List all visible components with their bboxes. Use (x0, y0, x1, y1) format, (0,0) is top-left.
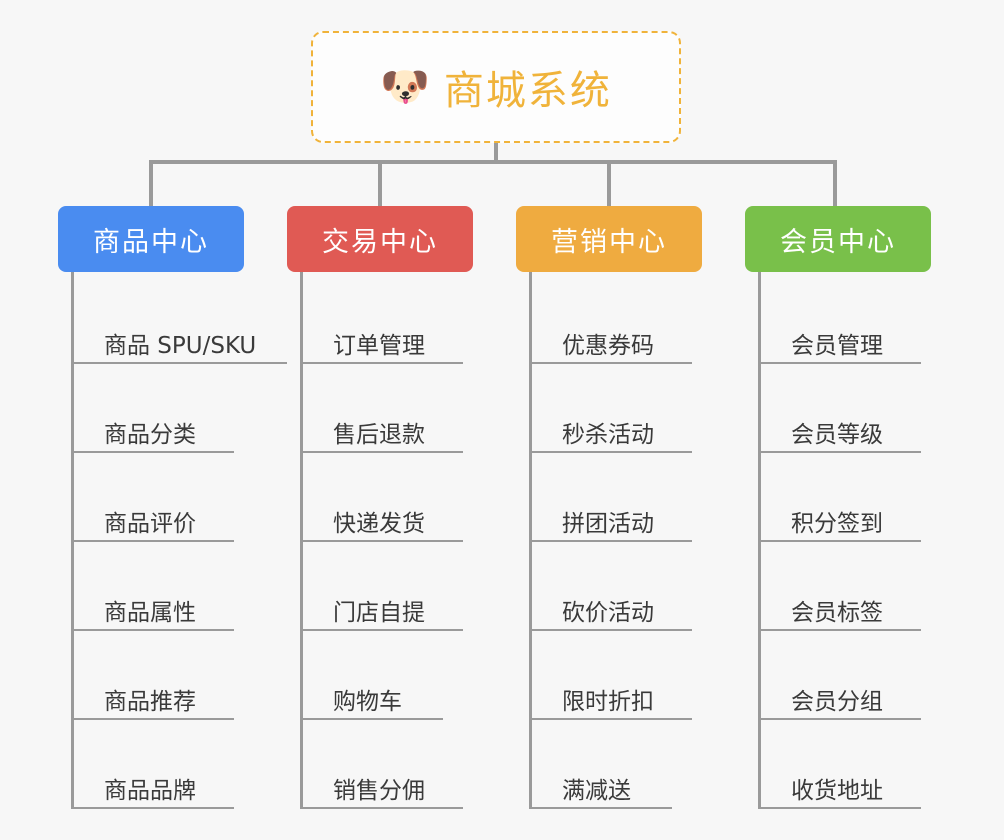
list-item-label: 会员等级 (791, 421, 883, 448)
list-item-label: 砍价活动 (562, 599, 654, 626)
list-item[interactable]: 商品 SPU/SKU (74, 275, 287, 364)
list-item-underline (761, 629, 921, 631)
list-item-underline (74, 807, 234, 809)
category-header-product-center[interactable]: 商品中心 (58, 206, 244, 272)
list-item-underline (303, 718, 443, 720)
list-item-label: 购物车 (333, 688, 402, 715)
list-item-underline (761, 362, 921, 364)
list-item-label: 商品分类 (104, 421, 196, 448)
category-header-label: 营销中心 (551, 226, 667, 258)
list-item[interactable]: 会员管理 (761, 275, 931, 364)
branch-trade-center: 交易中心订单管理售后退款快递发货门店自提购物车销售分佣 (287, 206, 473, 809)
list-item-underline (74, 451, 234, 453)
connector-drop-4 (833, 160, 837, 206)
list-item-underline (303, 451, 463, 453)
list-item-label: 积分签到 (791, 510, 883, 537)
list-item-label: 限时折扣 (562, 688, 654, 715)
list-item-underline (761, 540, 921, 542)
list-item[interactable]: 积分签到 (761, 453, 931, 542)
list-item-underline (532, 451, 692, 453)
list-item[interactable]: 限时折扣 (532, 631, 702, 720)
list-item-label: 会员管理 (791, 332, 883, 359)
list-item-underline (303, 540, 463, 542)
list-item[interactable]: 收货地址 (761, 720, 931, 809)
list-item-label: 商品推荐 (104, 688, 196, 715)
connector-drop-1 (149, 160, 153, 206)
list-item-label: 门店自提 (333, 599, 425, 626)
list-item[interactable]: 购物车 (303, 631, 473, 720)
list-item[interactable]: 秒杀活动 (532, 364, 702, 453)
list-item[interactable]: 会员等级 (761, 364, 931, 453)
list-item-underline (303, 807, 463, 809)
branch-marketing-center: 营销中心优惠券码秒杀活动拼团活动砍价活动限时折扣满减送 (516, 206, 702, 809)
list-item-label: 销售分佣 (333, 777, 425, 804)
list-item-underline (532, 718, 692, 720)
list-item[interactable]: 快递发货 (303, 453, 473, 542)
category-header-marketing-center[interactable]: 营销中心 (516, 206, 702, 272)
list-item-underline (532, 629, 692, 631)
connector-drop-3 (607, 160, 611, 206)
connector-drop-2 (378, 160, 382, 206)
list-item[interactable]: 拼团活动 (532, 453, 702, 542)
list-item-label: 满减送 (562, 777, 631, 804)
category-item-list-marketing-center: 优惠券码秒杀活动拼团活动砍价活动限时折扣满减送 (529, 272, 702, 809)
list-item-underline (761, 451, 921, 453)
list-item-underline (303, 629, 463, 631)
connector-horizontal-bus (149, 160, 837, 164)
list-item-label: 会员标签 (791, 599, 883, 626)
list-item-label: 商品 SPU/SKU (104, 332, 257, 359)
category-header-member-center[interactable]: 会员中心 (745, 206, 931, 272)
list-item[interactable]: 销售分佣 (303, 720, 473, 809)
list-item-underline (532, 540, 692, 542)
list-item[interactable]: 会员分组 (761, 631, 931, 720)
list-item[interactable]: 会员标签 (761, 542, 931, 631)
list-item-underline (303, 362, 463, 364)
category-item-list-trade-center: 订单管理售后退款快递发货门店自提购物车销售分佣 (300, 272, 473, 809)
list-item-underline (761, 807, 921, 809)
connector-root-stem (494, 143, 498, 164)
list-item-underline (74, 362, 287, 364)
list-item[interactable]: 商品评价 (74, 453, 244, 542)
list-item-label: 商品品牌 (104, 777, 196, 804)
branch-product-center: 商品中心商品 SPU/SKU 商品分类商品评价商品属性商品推荐商品品牌 (58, 206, 287, 809)
list-item[interactable]: 商品分类 (74, 364, 244, 453)
list-item-label: 商品属性 (104, 599, 196, 626)
list-item[interactable]: 砍价活动 (532, 542, 702, 631)
list-item-label: 售后退款 (333, 421, 425, 448)
root-node[interactable]: 🐶 商城系统 (311, 31, 681, 143)
list-item-label: 商品评价 (104, 510, 196, 537)
root-title: 商城系统 (443, 68, 612, 114)
branch-member-center: 会员中心会员管理会员等级积分签到会员标签会员分组收货地址 (745, 206, 931, 809)
category-header-label: 交易中心 (322, 226, 438, 258)
list-item-underline (532, 807, 672, 809)
list-item-label: 拼团活动 (562, 510, 654, 537)
list-item-label: 订单管理 (333, 332, 425, 359)
list-item[interactable]: 优惠券码 (532, 275, 702, 364)
list-item-underline (761, 718, 921, 720)
list-item[interactable]: 商品品牌 (74, 720, 244, 809)
list-item-label: 快递发货 (333, 510, 425, 537)
list-item-label: 收货地址 (791, 777, 883, 804)
category-item-list-product-center: 商品 SPU/SKU 商品分类商品评价商品属性商品推荐商品品牌 (71, 272, 287, 809)
list-item-underline (74, 629, 234, 631)
dog-face-icon: 🐶 (380, 64, 430, 110)
list-item[interactable]: 商品属性 (74, 542, 244, 631)
list-item-underline (74, 718, 234, 720)
category-item-list-member-center: 会员管理会员等级积分签到会员标签会员分组收货地址 (758, 272, 931, 809)
list-item[interactable]: 售后退款 (303, 364, 473, 453)
list-item-label: 秒杀活动 (562, 421, 654, 448)
list-item[interactable]: 商品推荐 (74, 631, 244, 720)
list-item[interactable]: 门店自提 (303, 542, 473, 631)
list-item-label: 会员分组 (791, 688, 883, 715)
list-item-underline (532, 362, 692, 364)
list-item[interactable]: 满减送 (532, 720, 702, 809)
list-item-label: 优惠券码 (562, 332, 654, 359)
list-item[interactable]: 订单管理 (303, 275, 473, 364)
category-header-label: 会员中心 (780, 226, 896, 258)
category-header-label: 商品中心 (93, 226, 209, 258)
category-header-trade-center[interactable]: 交易中心 (287, 206, 473, 272)
list-item-underline (74, 540, 234, 542)
